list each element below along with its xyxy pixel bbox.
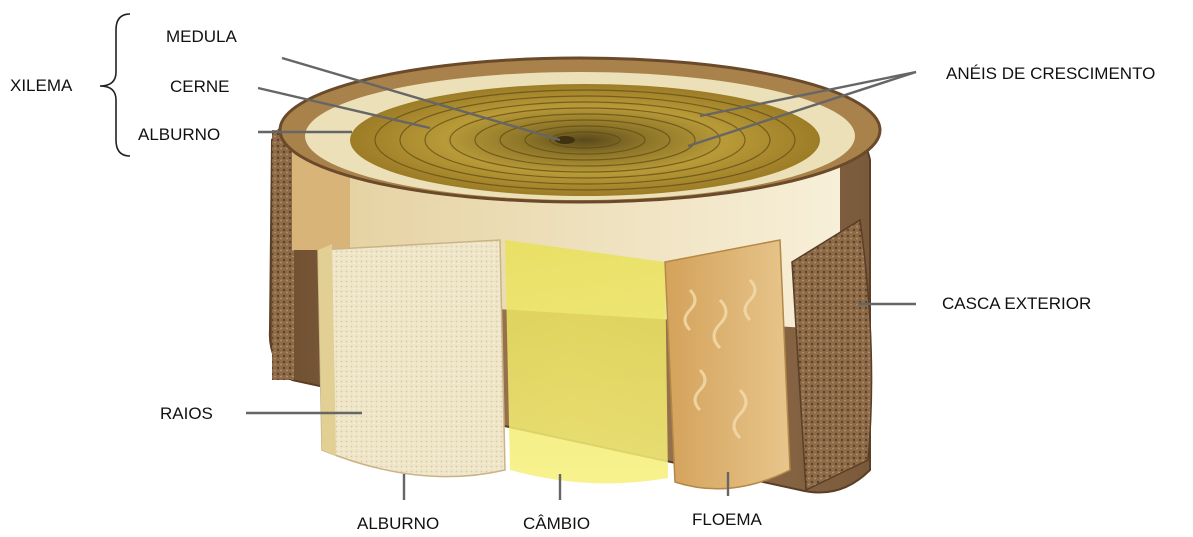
heartwood-disc [350, 84, 820, 196]
label-cerne: CERNE [170, 77, 230, 97]
label-alburno-top: ALBURNO [138, 125, 220, 145]
label-raios: RAIOS [160, 404, 213, 424]
label-medula: MEDULA [166, 27, 237, 47]
label-xilema: XILEMA [10, 76, 72, 96]
phloem-panel [665, 240, 790, 489]
label-cambio: CÂMBIO [523, 514, 590, 534]
cambium-panel [505, 240, 668, 483]
bark-texture-left [272, 130, 294, 380]
xilema-bracket [100, 14, 130, 156]
sapwood-panel [318, 240, 505, 477]
label-casca-exterior: CASCA EXTERIOR [942, 294, 1091, 314]
label-aneis-de-crescimento: ANÉIS DE CRESCIMENTO [946, 64, 1155, 84]
outer-bark-panel [792, 220, 872, 490]
label-alburno-bottom: ALBURNO [357, 514, 439, 534]
trunk-top-face [280, 58, 880, 202]
label-floema: FLOEMA [692, 510, 762, 530]
